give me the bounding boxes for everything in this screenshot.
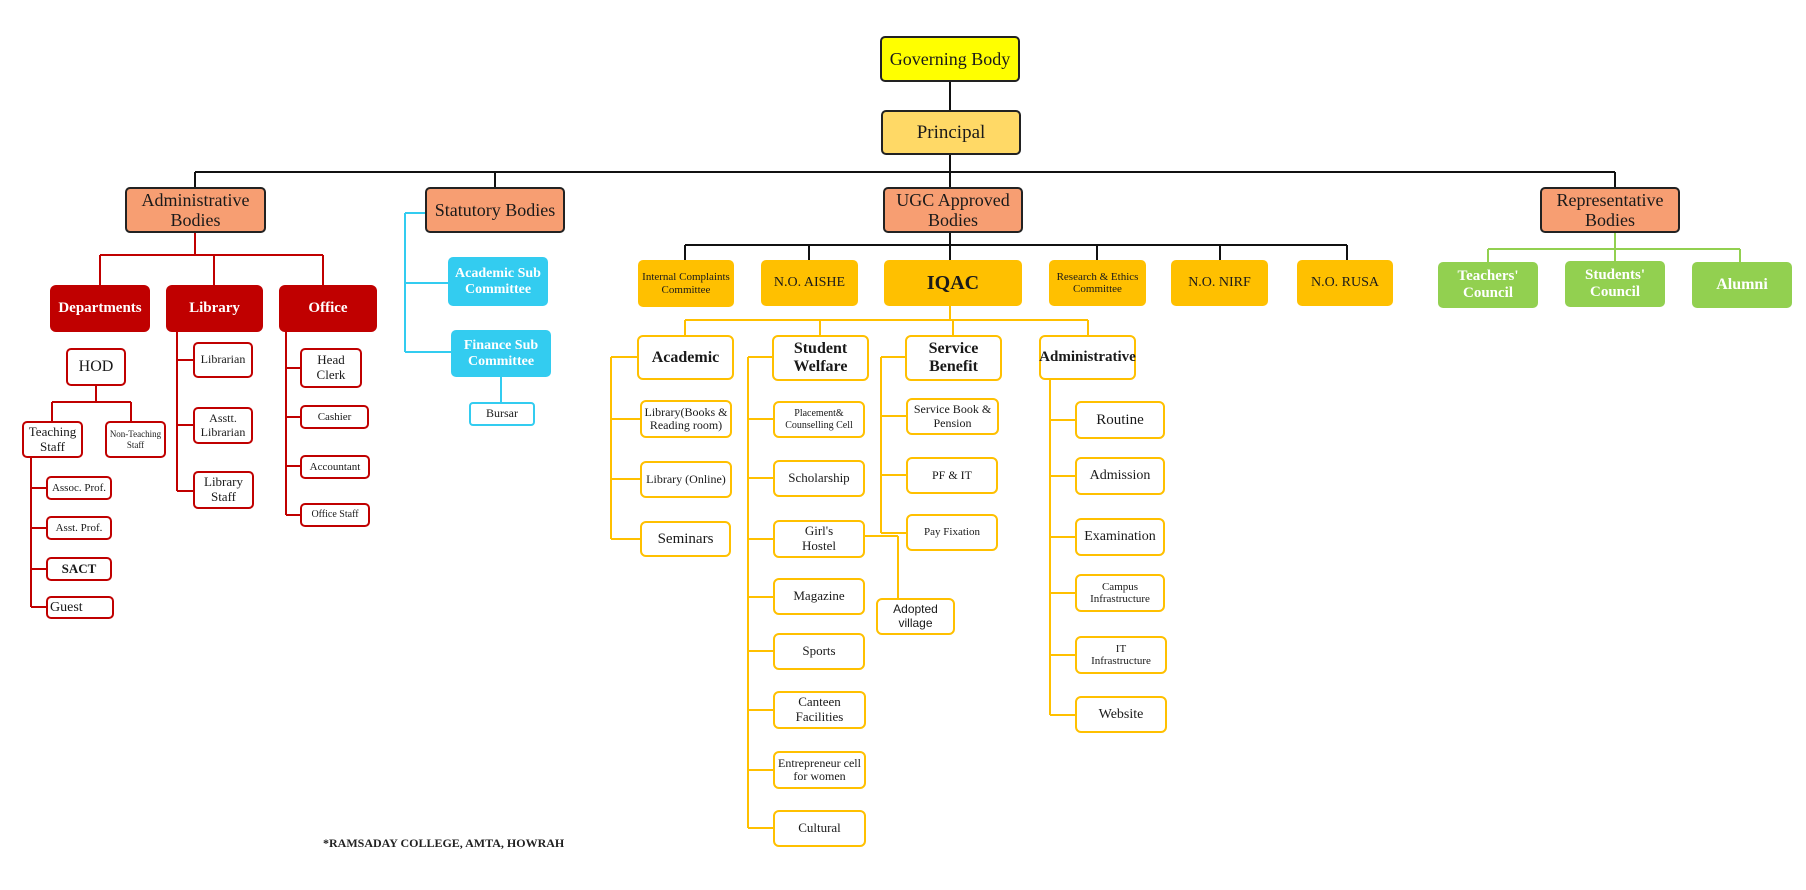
asst-prof-box: Asst. Prof. <box>46 516 112 540</box>
statutory-bodies-box: Statutory Bodies <box>425 187 565 233</box>
library-staff-box: Library Staff <box>193 471 254 509</box>
principal-box: Principal <box>881 110 1021 155</box>
hod-box: HOD <box>66 348 126 386</box>
college-footnote: *RAMSADAY COLLEGE, AMTA, HOWRAH <box>323 836 565 850</box>
head-clerk-box: Head Clerk <box>300 348 362 388</box>
assoc-prof-box: Assoc. Prof. <box>46 476 112 500</box>
no-aishe-box: N.O. AISHE <box>761 260 858 306</box>
academic-sub-committee-box: Academic Sub Committee <box>448 257 548 306</box>
non-teaching-staff-box: Non-Teaching Staff <box>105 421 166 458</box>
no-rusa-box: N.O. RUSA <box>1297 260 1393 306</box>
academic-box: Academic <box>637 335 734 380</box>
scholarship-box: Scholarship <box>773 460 865 497</box>
guest-box: Guest <box>46 596 114 619</box>
cashier-box: Cashier <box>300 405 369 429</box>
alumni-box: Alumni <box>1692 262 1792 308</box>
asstt-librarian-box: Asstt. Librarian <box>193 407 253 444</box>
magazine-box: Magazine <box>773 578 865 615</box>
cultural-box: Cultural <box>773 810 866 847</box>
girls-hostel-box: Girl's Hostel <box>773 520 865 558</box>
finance-sub-committee-box: Finance Sub Committee <box>451 330 551 377</box>
library-books-reading-room-box: Library(Books & Reading room) <box>640 400 732 438</box>
library-box: Library <box>166 285 263 332</box>
research-ethics-committee-box: Research & Ethics Committee <box>1049 260 1146 306</box>
students-council-box: Students' Council <box>1565 261 1665 307</box>
iqac-box: IQAC <box>884 260 1022 306</box>
service-book-pension-box: Service Book & Pension <box>906 398 999 435</box>
student-welfare-box: Student Welfare <box>772 335 869 381</box>
administrative-bodies-box: Administrative Bodies <box>125 187 266 233</box>
campus-infrastructure-box: Campus Infrastructure <box>1075 574 1165 612</box>
ugc-approved-bodies-box: UGC Approved Bodies <box>883 187 1023 233</box>
bursar-box: Bursar <box>469 402 535 426</box>
seminars-box: Seminars <box>640 521 731 557</box>
canteen-facilities-box: Canteen Facilities <box>773 691 866 729</box>
librarian-box: Librarian <box>193 342 253 378</box>
no-nirf-box: N.O. NIRF <box>1171 260 1268 306</box>
office-staff-box: Office Staff <box>300 503 370 527</box>
teaching-staff-box: Teaching Staff <box>22 421 83 458</box>
examination-box: Examination <box>1075 518 1165 556</box>
it-infrastructure-box: IT Infrastructure <box>1075 636 1167 674</box>
pf-it-box: PF & IT <box>906 457 998 494</box>
office-box: Office <box>279 285 377 332</box>
admission-box: Admission <box>1075 457 1165 495</box>
library-online-box: Library (Online) <box>640 461 732 498</box>
entrepreneur-cell-box: Entrepreneur cell for women <box>773 751 866 789</box>
sact-box: SACT <box>46 557 112 581</box>
pay-fixation-box: Pay Fixation <box>906 514 998 551</box>
routine-box: Routine <box>1075 401 1165 439</box>
placement-counselling-cell-box: Placement& Counselling Cell <box>773 401 865 438</box>
service-benefit-box: Service Benefit <box>905 335 1002 381</box>
representative-bodies-box: Representative Bodies <box>1540 187 1680 233</box>
sports-box: Sports <box>773 633 865 670</box>
internal-complaints-committee-box: Internal Complaints Committee <box>638 260 734 307</box>
teachers-council-box: Teachers' Council <box>1438 262 1538 308</box>
adopted-village-box: Adopted village <box>876 598 955 635</box>
accountant-box: Accountant <box>300 455 370 479</box>
administrative-box: Administrative <box>1039 335 1136 380</box>
departments-box: Departments <box>50 285 150 332</box>
website-box: Website <box>1075 696 1167 733</box>
governing-body-box: Governing Body <box>880 36 1020 82</box>
